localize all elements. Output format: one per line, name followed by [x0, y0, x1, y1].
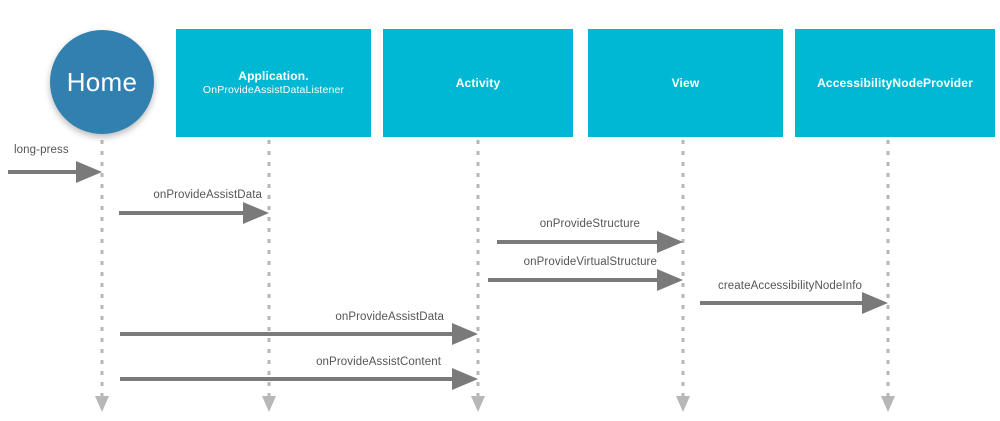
lifeline-home-end-arrowhead [95, 396, 109, 412]
msg-long-press-arrowhead [76, 161, 102, 183]
participant-accessibility-node-provider-title: AccessibilityNodeProvider [817, 75, 973, 90]
participant-activity-title: Activity [455, 75, 501, 90]
msg-on-provide-assist-content-arrowhead [452, 368, 478, 390]
participant-accessibility-node-provider-label: AccessibilityNodeProvider [817, 76, 973, 91]
msg-on-provide-assist-data-2-arrowhead [452, 323, 478, 345]
msg-on-provide-structure-arrowhead [657, 231, 683, 253]
msg-create-accessibility-node-info-label: createAccessibilityNodeInfo [718, 280, 862, 292]
lifeline-accessibility-node-provider-end-arrowhead [881, 396, 895, 412]
msg-on-provide-structure-label: onProvideStructure [539, 218, 640, 230]
lifeline-activity-end-arrowhead [471, 396, 485, 412]
participant-view-label: View [672, 76, 700, 91]
messages-group [8, 161, 888, 390]
msg-on-provide-virtual-structure-label: onProvideVirtualStructure [523, 256, 657, 268]
participant-application-listener[interactable]: Application.OnProvideAssistDataListener [176, 29, 371, 137]
participant-activity[interactable]: Activity [383, 29, 573, 137]
actor-home-label: Home [66, 66, 138, 97]
msg-on-provide-assist-data-1-label: onProvideAssistData [153, 189, 262, 201]
participant-application-listener-label: Application.OnProvideAssistDataListener [203, 69, 344, 97]
participant-application-listener-subtitle: OnProvideAssistDataListener [202, 83, 345, 96]
msg-long-press-label: long-press [14, 144, 69, 156]
msg-on-provide-assist-data-2-label: onProvideAssistData [335, 311, 444, 323]
lifeline-view-end-arrowhead [676, 396, 690, 412]
actor-home[interactable]: Home [50, 30, 154, 134]
participant-view-title: View [671, 75, 700, 90]
msg-create-accessibility-node-info-arrowhead [862, 292, 888, 314]
lifeline-application-listener-end-arrowhead [262, 396, 276, 412]
msg-on-provide-virtual-structure-arrowhead [657, 269, 683, 291]
participant-view[interactable]: View [588, 29, 783, 137]
msg-on-provide-assist-content-label: onProvideAssistContent [316, 356, 441, 368]
participant-accessibility-node-provider[interactable]: AccessibilityNodeProvider [795, 29, 995, 137]
participant-activity-label: Activity [456, 76, 501, 91]
msg-on-provide-assist-data-1-arrowhead [243, 202, 269, 224]
lifelines-group [95, 140, 895, 412]
participant-application-listener-title: Application. [238, 68, 309, 83]
